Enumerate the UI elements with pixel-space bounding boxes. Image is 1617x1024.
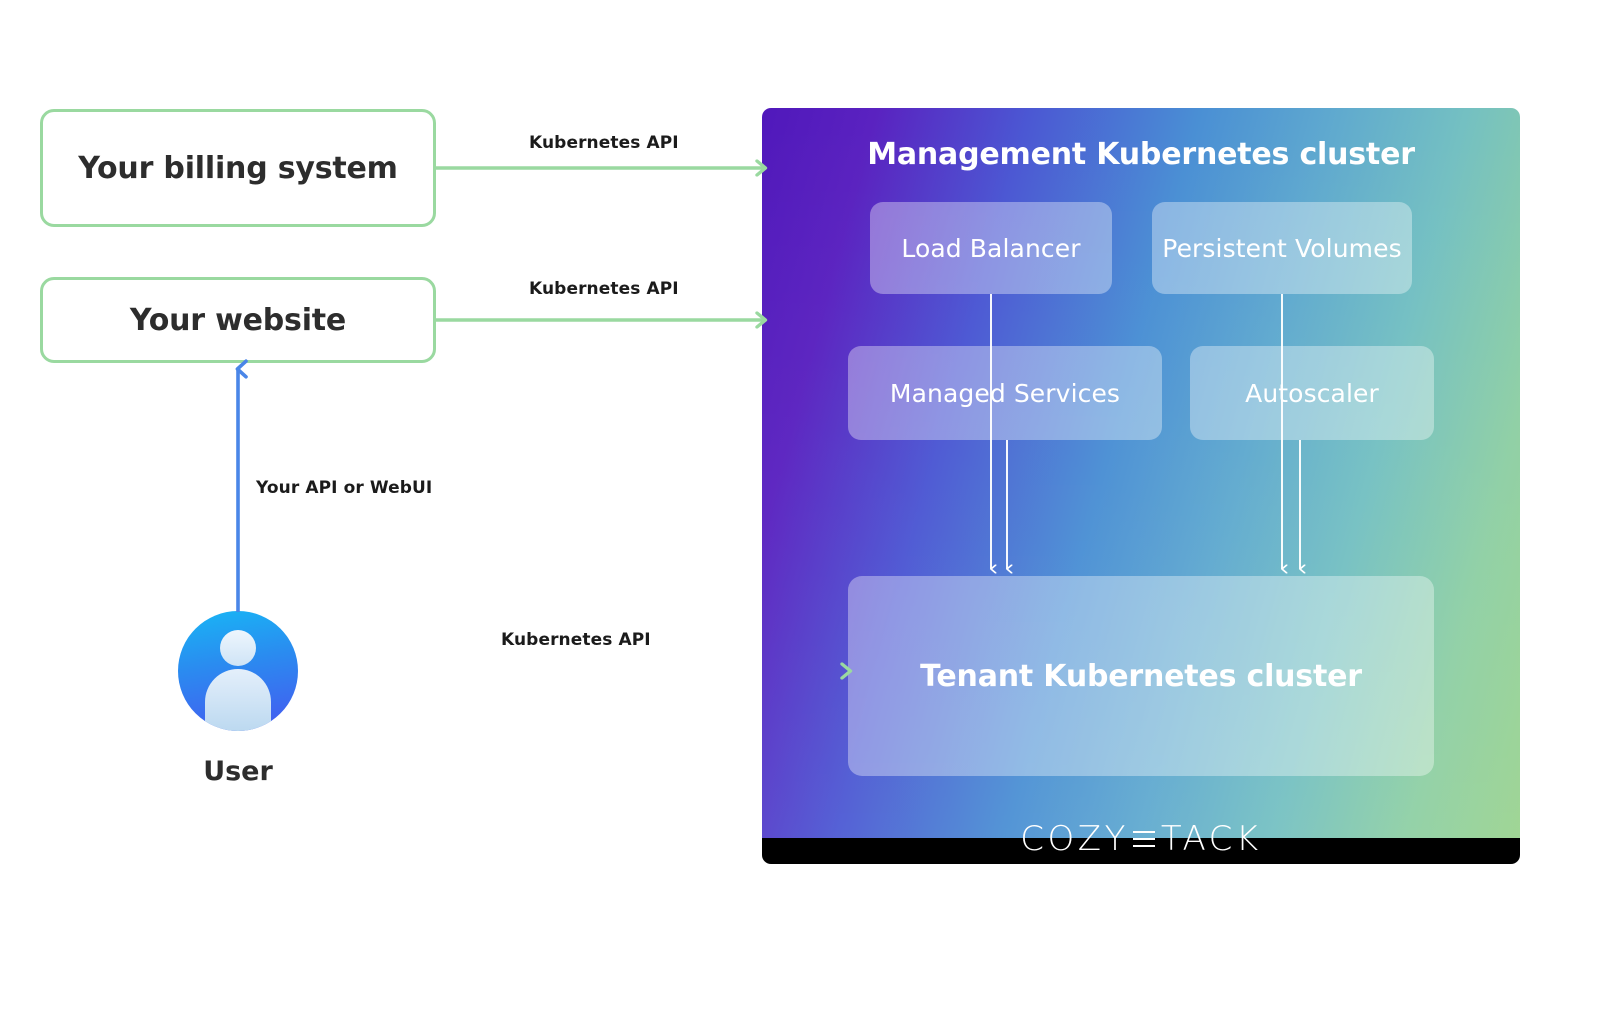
logo-text-part-a: COZY bbox=[1020, 819, 1129, 859]
cozystack-logo: COZY TACK bbox=[762, 822, 1520, 856]
avatar-head-shape bbox=[220, 630, 256, 666]
edge-label-billing-api: Kubernetes API bbox=[529, 133, 679, 153]
edge-label-website-api: Kubernetes API bbox=[529, 279, 679, 299]
node-label: Your website bbox=[129, 302, 347, 338]
node-label: Your billing system bbox=[78, 150, 398, 186]
avatar-body-shape bbox=[205, 669, 271, 731]
logo-text-part-b: TACK bbox=[1160, 819, 1262, 859]
node-tenant-kubernetes-cluster[interactable]: Tenant Kubernetes cluster bbox=[848, 576, 1434, 776]
node-persistent-volumes[interactable]: Persistent Volumes bbox=[1152, 202, 1412, 294]
node-autoscaler[interactable]: Autoscaler bbox=[1190, 346, 1434, 440]
node-label: Managed Services bbox=[889, 378, 1121, 408]
node-management-kubernetes-cluster[interactable]: Management Kubernetes cluster Load Balan… bbox=[762, 108, 1520, 864]
node-label: Load Balancer bbox=[901, 233, 1081, 263]
node-managed-services[interactable]: Managed Services bbox=[848, 346, 1162, 440]
user-avatar-icon[interactable] bbox=[178, 611, 298, 731]
edge-label-user-api: Kubernetes API bbox=[501, 630, 651, 650]
node-label: Autoscaler bbox=[1245, 378, 1379, 408]
edge-label-your-api-or-webui: Your API or WebUI bbox=[256, 478, 433, 498]
cluster-title: Management Kubernetes cluster bbox=[867, 137, 1415, 172]
node-label: Persistent Volumes bbox=[1162, 233, 1402, 263]
cluster-gradient-background bbox=[762, 108, 1520, 838]
cozystack-logo-bar: COZY TACK bbox=[762, 822, 1520, 864]
node-label-user: User bbox=[203, 756, 273, 787]
node-label: Tenant Kubernetes cluster bbox=[920, 658, 1362, 694]
node-your-website[interactable]: Your website bbox=[40, 277, 436, 363]
node-your-billing-system[interactable]: Your billing system bbox=[40, 109, 436, 227]
node-load-balancer[interactable]: Load Balancer bbox=[870, 202, 1112, 294]
equals-bars-icon bbox=[1132, 828, 1155, 850]
